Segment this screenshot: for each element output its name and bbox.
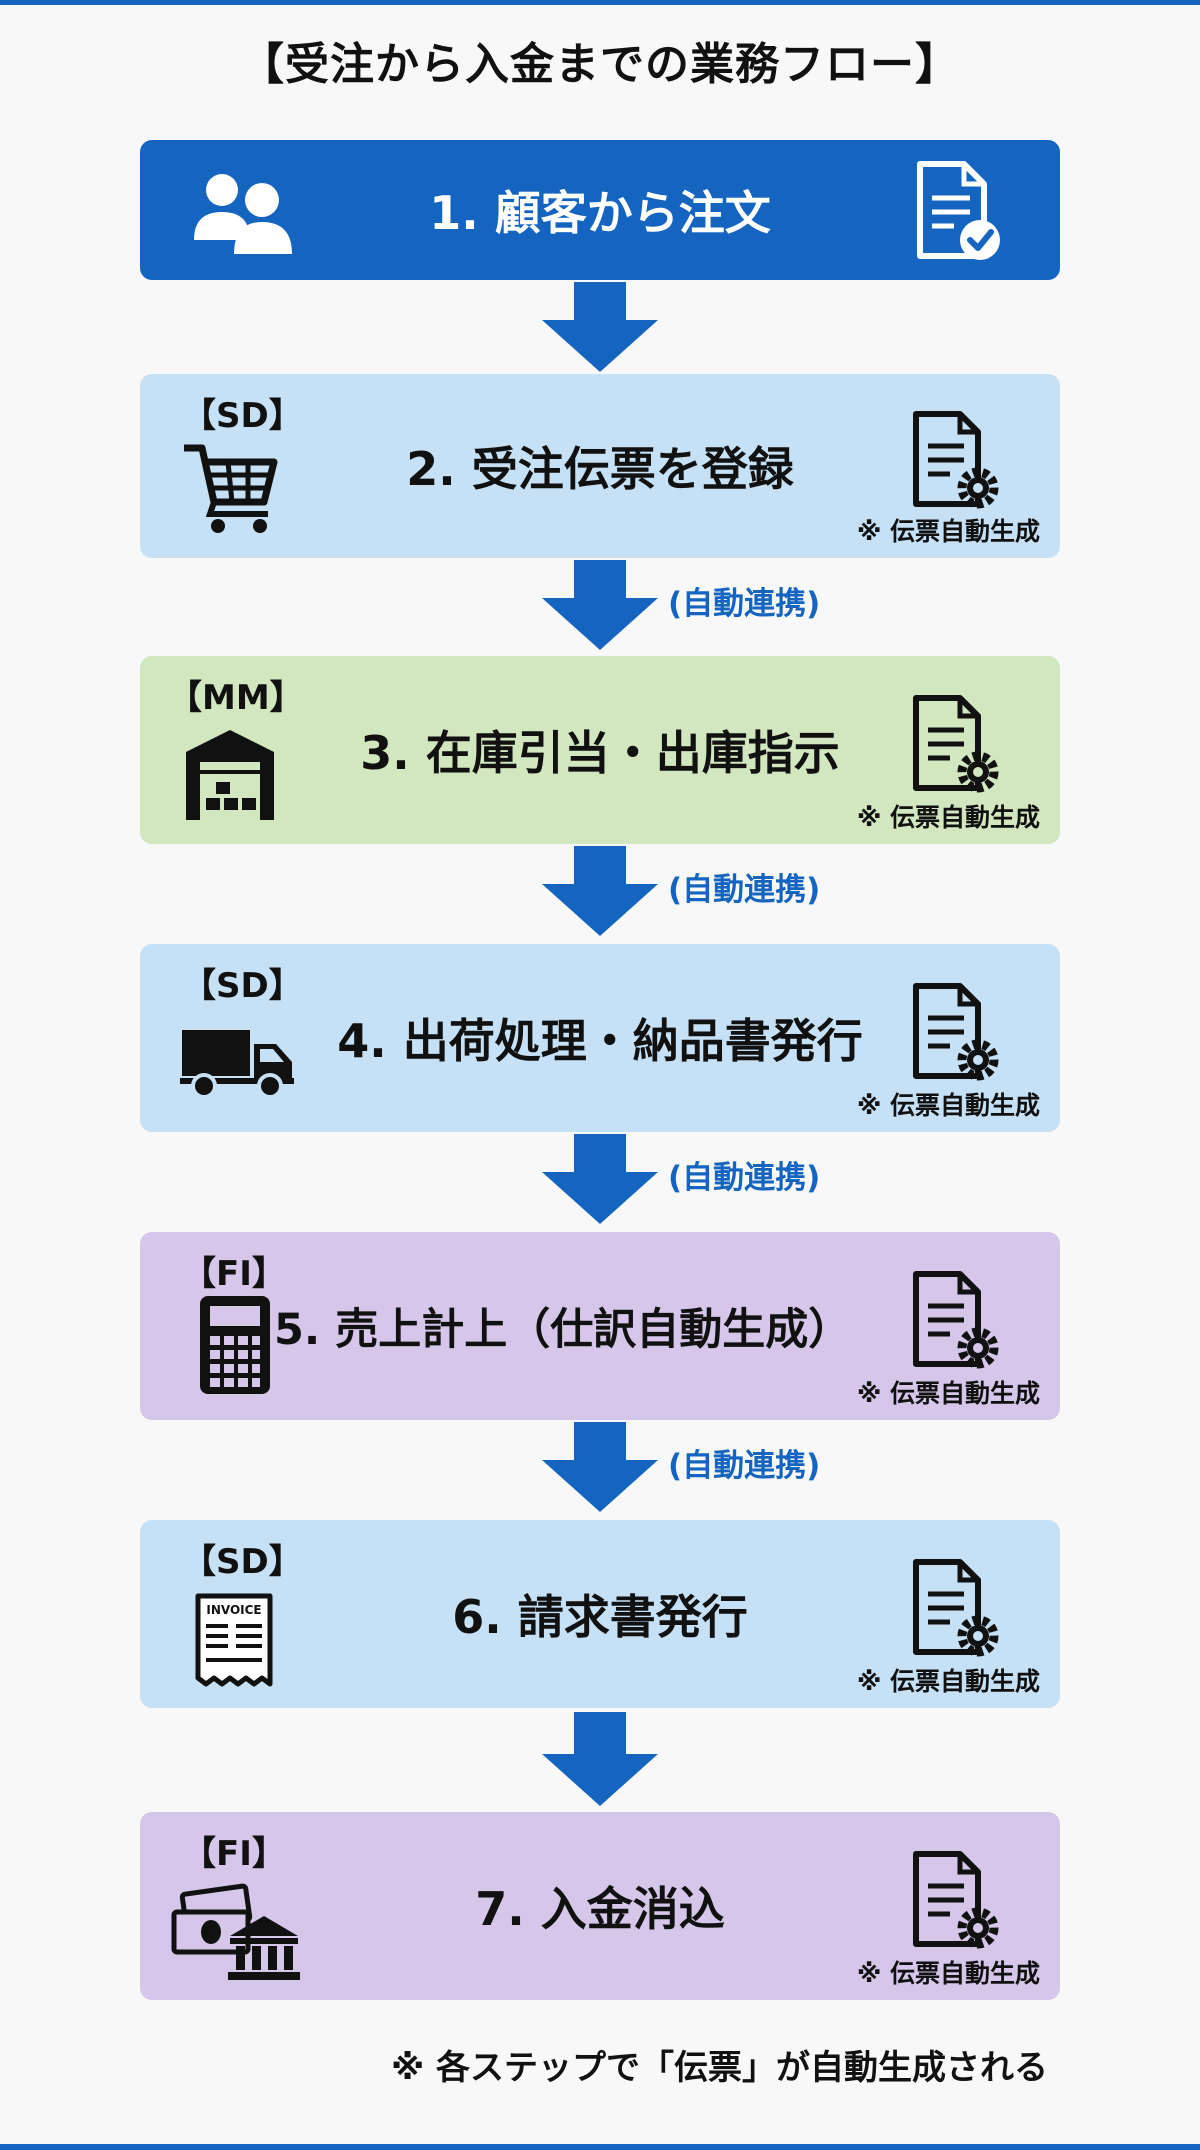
module-tag-mm: 【MM】: [168, 678, 304, 718]
invoice-icon: INVOICE: [195, 1593, 273, 1687]
auto-link-label: (自動連携): [668, 586, 821, 622]
flow-arrow: [542, 560, 658, 650]
flow-arrow: [542, 1712, 658, 1806]
step-1-order-from-customer: 1. 顧客から注文: [140, 140, 1060, 280]
top-border: [0, 0, 1200, 5]
step-3-inventory-allocation: 【MM】 3. 在庫引当・出庫指示 ※ 伝票自動生成: [140, 656, 1060, 844]
step-label: 1. 顧客から注文: [429, 186, 771, 240]
step-label: 3. 在庫引当・出庫指示: [360, 726, 840, 780]
module-tag-fi: 【FI】: [182, 1254, 286, 1294]
module-tag-sd: 【SD】: [182, 1542, 303, 1582]
auto-generate-note: ※ 伝票自動生成: [856, 1091, 1040, 1120]
cash-bank-icon: [171, 1883, 300, 1980]
module-tag-sd: 【SD】: [182, 396, 303, 436]
auto-link-label: (自動連携): [668, 872, 821, 908]
truck-icon: [180, 1030, 294, 1099]
document-check-icon: [917, 161, 1000, 260]
step-label: 4. 出荷処理・納品書発行: [337, 1014, 863, 1068]
step-2-register-sales-order: 【SD】 2. 受注伝票を登録 ※ 伝票自動生成: [140, 374, 1060, 558]
auto-link-label: (自動連携): [668, 1448, 821, 1484]
bottom-border: [0, 2144, 1200, 2150]
auto-link-label: (自動連携): [668, 1160, 821, 1196]
flow-arrow: [542, 282, 658, 372]
flow-arrow: [542, 1422, 658, 1512]
step-label: 2. 受注伝票を登録: [406, 442, 794, 496]
page-title: 【受注から入金までの業務フロー】: [240, 39, 960, 90]
users-icon: [194, 174, 292, 254]
auto-generate-note: ※ 伝票自動生成: [856, 803, 1040, 832]
step-6-issue-invoice: 【SD】 INVOICE 6. 請求書発行 ※ 伝票自動生成: [140, 1520, 1060, 1708]
step-label: 6. 請求書発行: [452, 1590, 748, 1644]
calculator-icon: [200, 1296, 270, 1394]
module-tag-sd: 【SD】: [182, 966, 303, 1006]
auto-generate-note: ※ 伝票自動生成: [856, 517, 1040, 546]
auto-generate-note: ※ 伝票自動生成: [856, 1379, 1040, 1408]
warehouse-icon: [186, 730, 274, 820]
document-gear-icon: [913, 1851, 999, 1949]
step-7-payment-clearing: 【FI】 7. 入金消込 ※ 伝票自動生成: [140, 1812, 1060, 2000]
step-label: 5. 売上計上（仕訳自動生成）: [274, 1305, 852, 1355]
step-4-shipping-delivery-note: 【SD】 4. 出荷処理・納品書発行 ※ 伝票自動生成: [140, 944, 1060, 1132]
step-label: 7. 入金消込: [475, 1882, 725, 1936]
document-gear-icon: [913, 983, 999, 1081]
step-5-revenue-recognition: 【FI】 5. 売上計上（仕訳自動生成） ※ 伝票自動生成: [140, 1232, 1060, 1420]
module-tag-fi: 【FI】: [182, 1834, 286, 1874]
auto-generate-note: ※ 伝票自動生成: [856, 1959, 1040, 1988]
flow-arrow: [542, 1134, 658, 1224]
footnote: ※ 各ステップで「伝票」が自動生成される: [391, 2048, 1048, 2088]
document-gear-icon: [913, 1559, 999, 1657]
document-gear-icon: [913, 411, 999, 509]
flow-arrow: [542, 846, 658, 936]
document-gear-icon: [913, 1271, 999, 1369]
invoice-icon-text: INVOICE: [206, 1603, 261, 1617]
document-gear-icon: [913, 695, 999, 793]
auto-generate-note: ※ 伝票自動生成: [856, 1667, 1040, 1696]
shopping-cart-icon: [184, 444, 278, 533]
